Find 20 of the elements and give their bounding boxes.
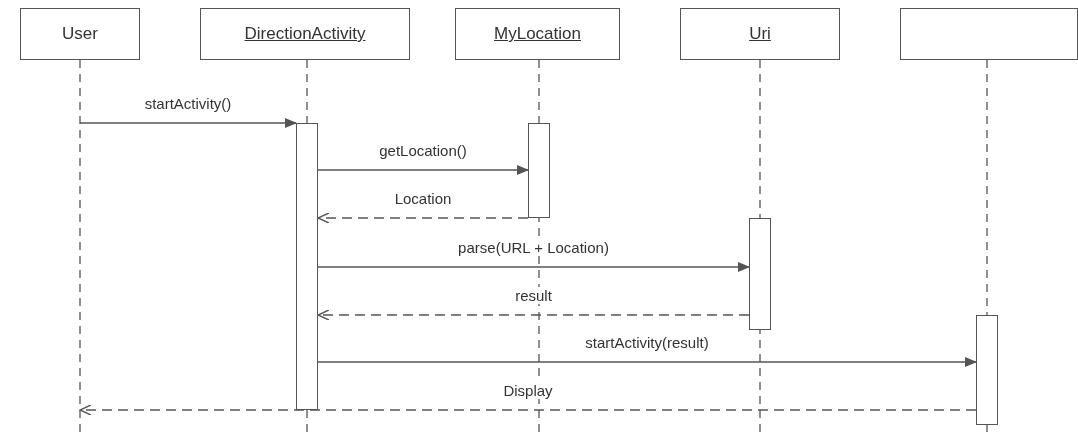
lifeline-header [680, 8, 840, 60]
lifeline-name: MyLocation [494, 24, 581, 44]
message-arrow [317, 357, 977, 367]
return-arrow [79, 404, 977, 416]
return-arrow [317, 309, 750, 321]
lifeline-header [455, 8, 620, 60]
lifeline-name: Uri [749, 24, 771, 44]
activation-bar [296, 123, 318, 410]
lifeline-header [20, 8, 140, 60]
message-arrow [317, 165, 529, 175]
lifeline-name: DirectionActivity [244, 24, 366, 44]
activation-bar [976, 315, 998, 425]
activation-bar [528, 123, 550, 218]
return-arrow [317, 212, 529, 224]
message-arrow [79, 118, 297, 128]
activation-bar [749, 218, 771, 330]
lifeline-header [200, 8, 410, 60]
lifeline-header [900, 8, 1078, 60]
lifeline-name: User [62, 24, 98, 44]
message-arrow [317, 262, 750, 272]
